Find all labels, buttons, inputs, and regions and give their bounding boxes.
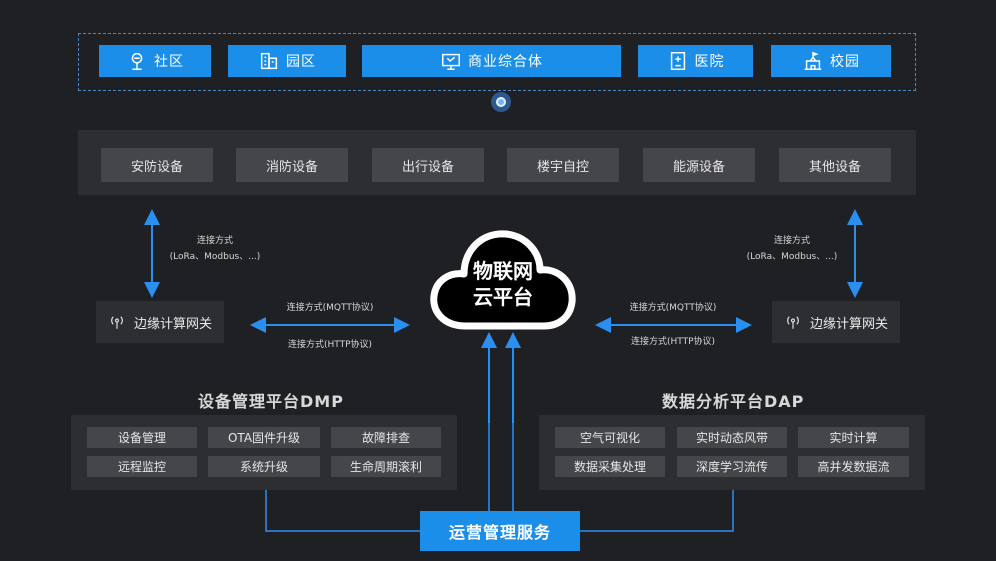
scenario-label: 园区	[286, 54, 316, 70]
community-icon	[131, 52, 143, 71]
dap-item[interactable]: 深度学习流传	[677, 456, 787, 477]
scenario-label: 校园	[830, 54, 860, 70]
scenario-campus[interactable]: 校园	[771, 45, 891, 77]
gateway-label: 边缘计算网关	[809, 316, 888, 332]
dap-item[interactable]: 空气可视化	[555, 427, 665, 448]
dmp-item[interactable]: 远程监控	[87, 456, 197, 477]
park-icon	[260, 52, 278, 70]
device-fire[interactable]: 消防设备	[236, 148, 348, 182]
scenario-commercial[interactable]: 商业综合体	[362, 45, 621, 77]
hospital-icon	[670, 52, 685, 70]
device-building[interactable]: 楼宇自控	[507, 148, 619, 182]
antenna-icon	[111, 316, 123, 329]
scenario-label: 社区	[154, 54, 184, 70]
http-label-right: 连接方式(HTTP协议)	[630, 337, 716, 347]
right-conn-line2: (LoRa、Modbus、...)	[746, 252, 838, 262]
gateway-right[interactable]: 边缘计算网关	[772, 301, 900, 343]
dap-item[interactable]: 数据采集处理	[555, 456, 665, 477]
mqtt-label-right: 连接方式(MQTT协议)	[629, 303, 717, 313]
http-label-left: 连接方式(HTTP协议)	[287, 340, 373, 350]
gateway-left[interactable]: 边缘计算网关	[96, 301, 224, 343]
dmp-item[interactable]: 设备管理	[87, 427, 197, 448]
connection-node	[491, 92, 511, 112]
dap-title: 数据分析平台DAP	[662, 392, 805, 411]
ops-service-button[interactable]: 运营管理服务	[420, 511, 580, 551]
dap-item[interactable]: 实时动态风带	[677, 427, 787, 448]
cloud-line1: 物联网	[473, 259, 533, 283]
left-conn-label: 连接方式 (LoRa、Modbus、...)	[165, 233, 265, 265]
dmp-item[interactable]: 系统升级	[208, 456, 320, 477]
cloud-line2: 云平台	[473, 285, 533, 309]
scenario-frame	[78, 33, 916, 91]
devices-panel	[78, 130, 916, 195]
dmp-title: 设备管理平台DMP	[198, 392, 344, 411]
scenario-label: 商业综合体	[468, 54, 543, 70]
right-conn-line1: 连接方式	[773, 236, 810, 246]
dap-ops-connector	[580, 490, 734, 532]
right-conn-label: 连接方式 (LoRa、Modbus、...)	[742, 233, 842, 265]
scenario-hospital[interactable]: 医院	[638, 45, 753, 77]
device-security[interactable]: 安防设备	[101, 148, 213, 182]
dap-item[interactable]: 实时计算	[798, 427, 909, 448]
dap-item[interactable]: 高并发数据流	[798, 456, 909, 477]
device-travel[interactable]: 出行设备	[372, 148, 484, 182]
cloud-label: 物联网 云平台	[428, 258, 578, 310]
dmp-item[interactable]: 故障排查	[331, 427, 441, 448]
antenna-icon	[787, 316, 799, 329]
device-other[interactable]: 其他设备	[779, 148, 891, 182]
cloud-icon	[430, 230, 576, 330]
device-energy[interactable]: 能源设备	[643, 148, 755, 182]
dmp-item[interactable]: 生命周期滚利	[331, 456, 441, 477]
scenario-label: 医院	[694, 54, 725, 70]
dmp-ops-connector	[265, 490, 420, 532]
left-conn-line1: 连接方式	[196, 236, 233, 246]
dmp-item[interactable]: OTA固件升级	[208, 427, 320, 448]
gateway-label: 边缘计算网关	[133, 316, 212, 332]
mqtt-label-left: 连接方式(MQTT协议)	[286, 303, 374, 313]
commercial-icon	[442, 53, 460, 70]
scenario-park[interactable]: 园区	[228, 45, 346, 77]
campus-icon	[804, 51, 822, 70]
left-conn-line2: (LoRa、Modbus、...)	[169, 252, 261, 262]
scenario-community[interactable]: 社区	[99, 45, 211, 77]
